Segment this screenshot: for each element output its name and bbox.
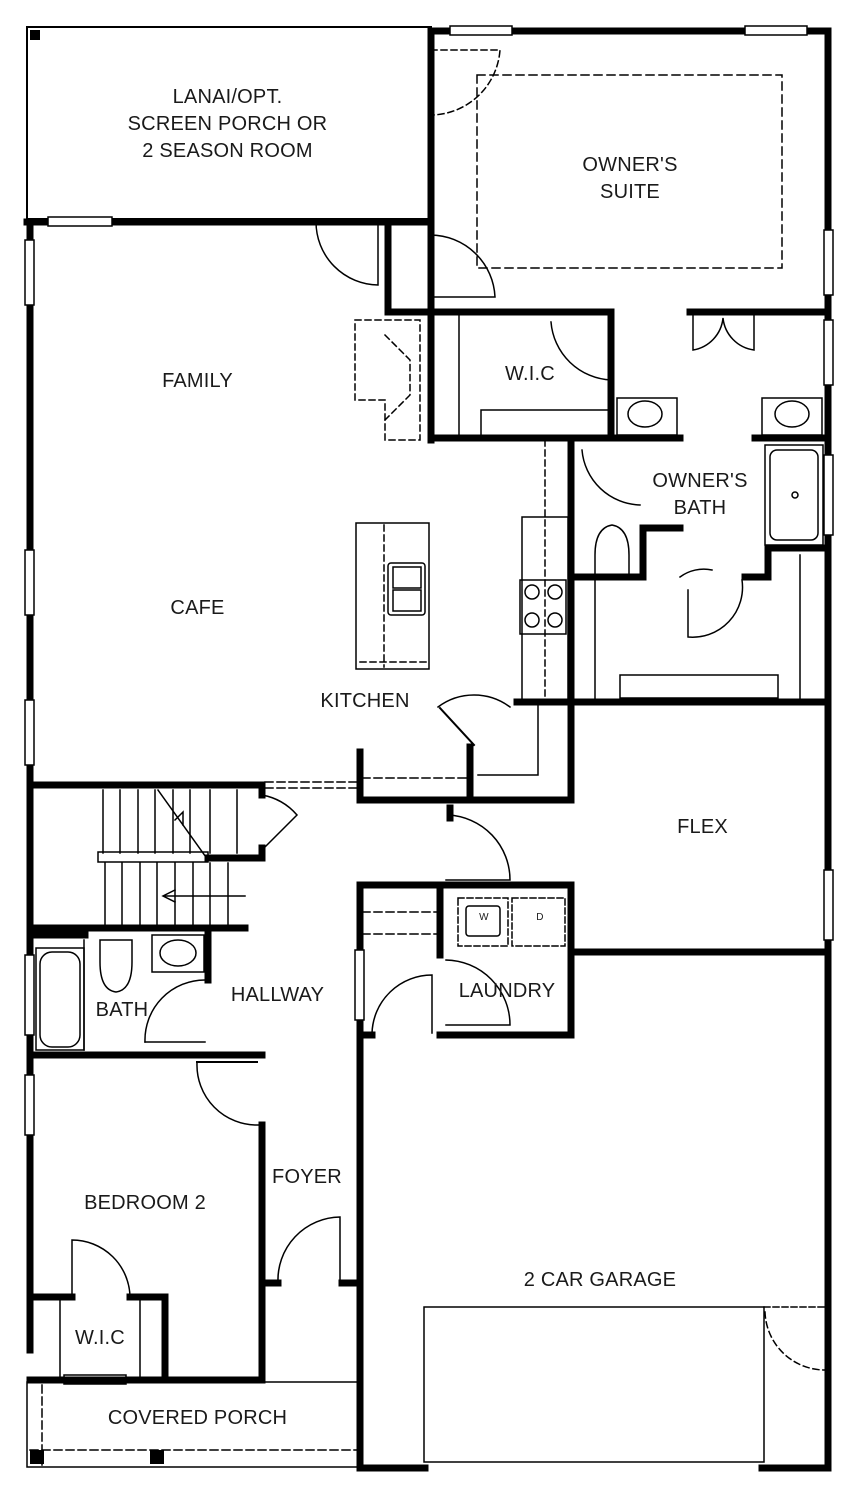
room-label-kitchen: KITCHEN — [320, 690, 410, 712]
bedroom2-walls — [26, 1121, 266, 1384]
room-label-garage: 2 CAR GARAGE — [523, 1269, 677, 1291]
dryer — [511, 897, 566, 947]
kitchen-island — [355, 522, 430, 670]
bath-tub — [35, 947, 85, 1051]
owners-bath-walls — [427, 308, 832, 704]
bedroom2-door — [196, 1062, 259, 1126]
exterior-walls — [23, 27, 832, 1472]
suite-entry-door — [430, 234, 496, 298]
room-label-family: FAMILY — [162, 370, 233, 392]
washer — [457, 897, 509, 947]
bath-toilet — [99, 939, 133, 993]
porch-outline — [26, 1381, 361, 1468]
room-label-bedroom2: BEDROOM 2 — [84, 1192, 206, 1214]
room-label-hallway: HALLWAY — [230, 984, 325, 1006]
range — [519, 579, 567, 635]
room-label-foyer: FOYER — [272, 1166, 342, 1188]
fireplace-outline — [354, 319, 421, 441]
room-label-bath: BATH — [95, 999, 149, 1021]
owners-suite-walls — [384, 218, 832, 316]
double-doors — [692, 314, 755, 351]
closet-door-stairs — [260, 794, 299, 852]
wic-door-bed2 — [71, 1239, 131, 1298]
windows — [24, 25, 834, 1385]
room-label-wic-bed2: W.I.C — [75, 1327, 125, 1349]
garage-door — [423, 1306, 765, 1463]
bath-walls — [26, 926, 266, 1059]
room-label-laundry: LAUNDRY — [458, 980, 556, 1002]
laundry-entry-door — [445, 814, 511, 881]
room-label-owners-bath: OWNER'S BATH — [652, 470, 748, 519]
room-label-cafe: CAFE — [170, 597, 225, 619]
wic-door — [550, 321, 612, 381]
closet-door — [687, 579, 744, 638]
stair-walls — [26, 781, 266, 932]
washer-label: W — [479, 912, 489, 923]
bath-door — [144, 979, 206, 1043]
front-door — [277, 1216, 341, 1284]
suite-door-swing-dashed — [430, 49, 501, 116]
laundry-walls — [356, 881, 832, 1039]
bathtub — [764, 444, 824, 546]
room-label-lanai: LANAI/OPT. SCREEN PORCH OR 2 SEASON ROOM — [127, 86, 328, 162]
bath-door — [581, 449, 641, 506]
kitchen-walls — [356, 698, 832, 804]
room-label-flex: FLEX — [677, 816, 728, 838]
room-label-covered-porch: COVERED PORCH — [107, 1407, 288, 1429]
room-label-wic-owner: W.I.C — [505, 363, 555, 385]
garage-door-interior — [371, 974, 433, 1034]
stair-treads — [97, 788, 246, 926]
pantry-door — [436, 694, 512, 709]
laundry-door — [445, 959, 511, 1026]
dryer-label: D — [536, 912, 544, 923]
tray-ceiling — [476, 74, 783, 269]
room-label-owners-suite: OWNER'S SUITE — [582, 154, 678, 203]
lanai-door — [315, 221, 379, 286]
toilet — [594, 524, 630, 576]
